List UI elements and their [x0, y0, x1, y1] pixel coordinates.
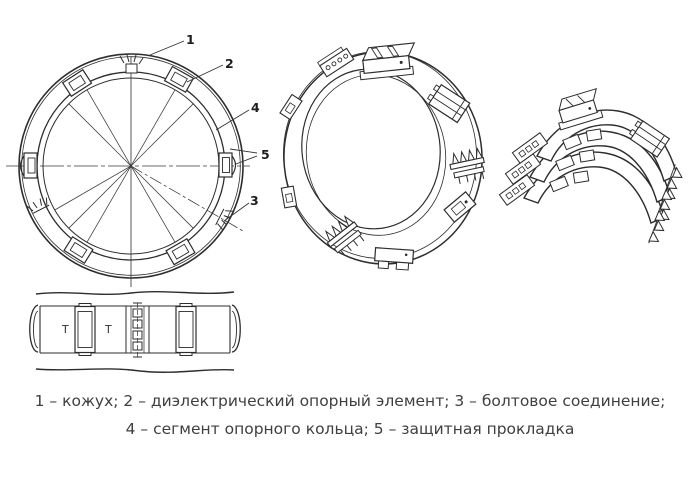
- clamp-bottom-left: [63, 236, 94, 264]
- ring-strip: [39, 305, 231, 354]
- ribbed-block-upper-right: [426, 83, 471, 124]
- front-view-drawing: [6, 40, 258, 287]
- figure-caption-line-2: 4 – сегмент опорного кольца; 5 – защитна…: [125, 420, 575, 438]
- section-clamp-right: [175, 302, 197, 357]
- callout-3: 3: [250, 193, 259, 208]
- perspective-view-drawing: [279, 42, 489, 271]
- clamp-top-left: [61, 68, 93, 98]
- lower-right-block: [443, 191, 477, 223]
- center-lines: [6, 57, 250, 287]
- top-seam-detail: [119, 54, 144, 74]
- callout-5: 5: [261, 147, 270, 162]
- section-t-marks: Т Т: [61, 323, 112, 336]
- segments-view-drawing: [498, 87, 690, 248]
- clamp-bottom-right: [165, 237, 196, 266]
- casing-bottom-edge: [35, 368, 235, 373]
- bolt-joint-lower-left: [26, 197, 50, 214]
- casing-top-edge: [35, 291, 235, 295]
- segment-clamp-block: [558, 87, 604, 131]
- clamp-top-right: [163, 65, 195, 94]
- left-lower-block: [280, 185, 298, 209]
- callout-2: 2: [225, 56, 234, 71]
- segment-ribbed-block: [628, 120, 671, 158]
- right-end-cap: [231, 304, 241, 353]
- t-mark-right: Т: [104, 323, 112, 336]
- t-mark-left: Т: [61, 323, 69, 336]
- section-clamp-left: [74, 302, 96, 357]
- section-view-drawing: [29, 291, 241, 373]
- top-clamp-block: [359, 42, 416, 81]
- left-upper-block: [279, 93, 303, 121]
- callout-1: 1: [186, 32, 195, 47]
- callout-4: 4: [251, 100, 260, 115]
- clamp-right-bracket: [218, 152, 237, 178]
- callout-labels: 1 2 4 5 3: [186, 32, 270, 208]
- clamp-left-bracket: [19, 152, 38, 179]
- figure-caption-line-1: 1 – кожух; 2 – диэлектрический опорный э…: [34, 392, 666, 410]
- bottom-block: [374, 247, 415, 271]
- figure-caption: 1 – кожух; 2 – диэлектрический опорный э…: [0, 387, 700, 443]
- callout-leaders: [149, 40, 258, 222]
- bolt-plate-upper-left: [317, 46, 355, 78]
- bolt-joint-lower-right: [215, 208, 233, 230]
- left-end-cap: [29, 304, 39, 353]
- section-bolt-joint: [125, 302, 150, 358]
